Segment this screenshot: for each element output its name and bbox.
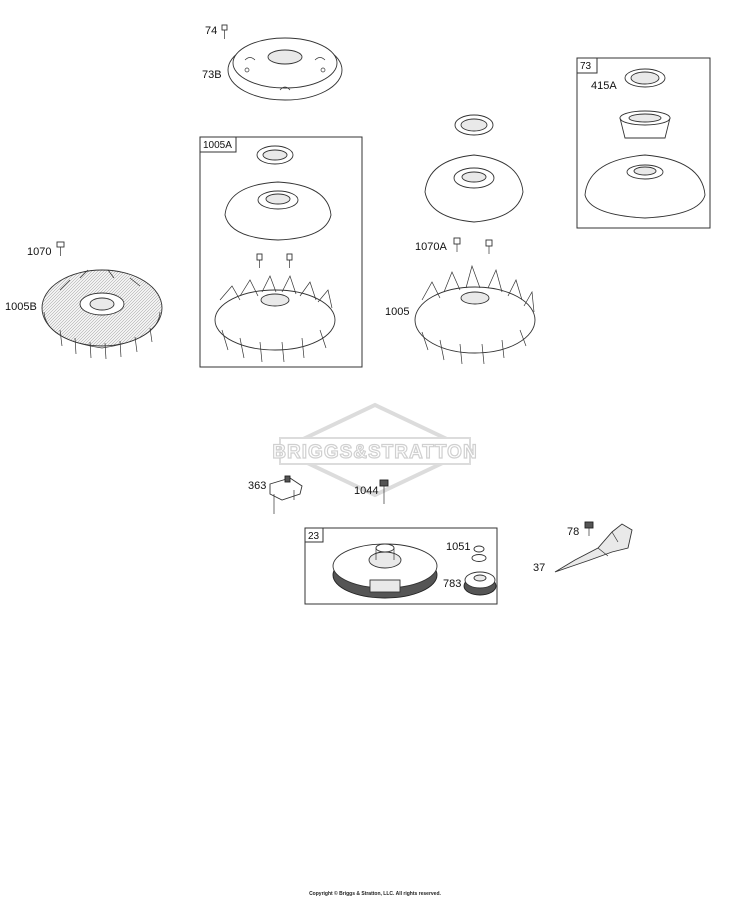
callout-1070a: 1070A bbox=[415, 241, 447, 253]
group-box-73 bbox=[576, 57, 711, 229]
part-1005a-cover bbox=[224, 181, 332, 241]
part-1005-fan bbox=[414, 264, 536, 365]
callout-1005: 1005 bbox=[385, 306, 409, 318]
part-1044-bolt bbox=[379, 479, 389, 504]
part-37-guard bbox=[554, 523, 633, 573]
callout-73b: 73B bbox=[202, 69, 222, 81]
callout-78: 78 bbox=[567, 526, 579, 538]
callout-37: 37 bbox=[533, 562, 545, 574]
group-label-73: 73 bbox=[580, 61, 592, 72]
part-73b-cover bbox=[227, 37, 343, 101]
callout-1070: 1070 bbox=[27, 246, 51, 258]
watermark-logo: BRIGGS&STRATTON bbox=[272, 402, 477, 498]
group-box-1005a-tag bbox=[199, 136, 237, 153]
callout-1051: 1051 bbox=[446, 541, 470, 553]
callout-74: 74 bbox=[205, 25, 217, 37]
group-box-1005a bbox=[199, 136, 363, 368]
callout-1005b: 1005B bbox=[5, 301, 37, 313]
part-783-gear bbox=[463, 571, 497, 596]
part-74-screw bbox=[221, 24, 228, 39]
callout-1044: 1044 bbox=[354, 485, 378, 497]
part-1051-nut bbox=[473, 545, 485, 553]
part-1005a-ring bbox=[256, 145, 294, 165]
part-1051-washer bbox=[471, 554, 487, 562]
part-363-bracket bbox=[269, 475, 303, 514]
part-73-housing bbox=[584, 154, 706, 219]
group-box-73-tag bbox=[576, 57, 598, 74]
group-box-23-tag bbox=[304, 527, 324, 543]
copyright-notice: Copyright © Briggs & Stratton, LLC. All … bbox=[309, 891, 441, 897]
callout-363: 363 bbox=[248, 480, 266, 492]
part-78-screw bbox=[584, 521, 594, 536]
part-1070a-bolts bbox=[453, 237, 493, 254]
callout-783: 783 bbox=[443, 578, 461, 590]
part-23-flywheel bbox=[332, 543, 438, 599]
part-73-cup bbox=[619, 110, 671, 139]
callout-415a: 415A bbox=[591, 80, 617, 92]
group-label-1005a: 1005A bbox=[203, 140, 232, 151]
part-1070-bolt bbox=[56, 241, 65, 256]
part-1005-ring bbox=[454, 114, 494, 136]
part-415a-ring bbox=[624, 68, 666, 88]
group-box-23 bbox=[304, 527, 498, 605]
part-1005a-fan bbox=[214, 253, 336, 363]
group-label-23: 23 bbox=[308, 531, 320, 542]
watermark-text: BRIGGS&STRATTON bbox=[272, 442, 477, 463]
part-1005-cover bbox=[424, 154, 524, 223]
part-1005b-fan bbox=[41, 269, 163, 360]
